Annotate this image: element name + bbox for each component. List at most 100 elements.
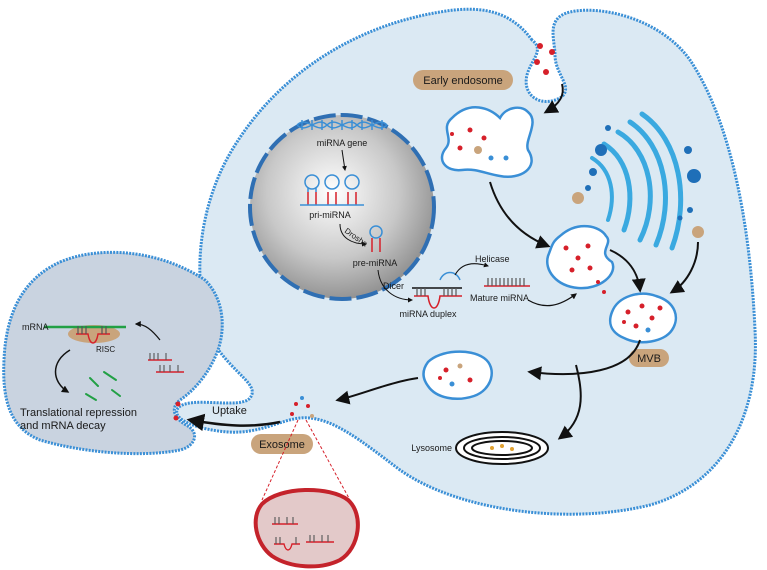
uptake-dot xyxy=(173,415,179,421)
mvb-dot xyxy=(622,320,626,324)
arrow-uptake xyxy=(186,413,281,431)
secretory-dot xyxy=(449,381,455,387)
secretory-dot xyxy=(467,377,473,383)
endosome-dot xyxy=(488,155,494,161)
arrow-helicase xyxy=(454,262,489,276)
zoom-line-right xyxy=(305,419,351,501)
secretory-dot xyxy=(438,376,442,380)
golgi-vesicle xyxy=(687,207,693,213)
arrow-bud-to-endosome xyxy=(543,83,564,114)
bud-dot xyxy=(537,43,543,49)
late-endosome-dot xyxy=(596,280,600,284)
arrow-risc-to-decay xyxy=(54,349,71,393)
bud-dot xyxy=(534,59,540,65)
lysosome-dot xyxy=(500,444,504,448)
endosome-dot xyxy=(467,127,473,133)
mvb-dot xyxy=(639,303,645,309)
arrow-mature-to-mvb xyxy=(527,293,577,307)
mvb-dot xyxy=(657,305,663,311)
label-mirna-duplex: miRNA duplex xyxy=(399,309,457,319)
arrow-dicer xyxy=(377,269,413,303)
endosome-dot xyxy=(481,135,487,141)
label-lysosome: Lysosome xyxy=(411,443,452,453)
arrow-vesicle-to-membrane xyxy=(335,377,419,405)
bud-dot xyxy=(549,49,555,55)
label-risc: RISC xyxy=(96,345,115,354)
label-uptake: Uptake xyxy=(212,405,247,417)
released-exosome-dot xyxy=(306,404,310,408)
early-endosome xyxy=(440,106,534,179)
badge-early-endosome xyxy=(413,70,513,90)
lysosome-dot xyxy=(510,447,514,451)
golgi-vesicle xyxy=(605,125,611,131)
label-mvb: MVB xyxy=(637,353,661,365)
label-pre-mirna: pre-miRNA xyxy=(353,258,398,268)
degraded-mrna-fragments-icon xyxy=(85,371,121,401)
released-exosome-dot xyxy=(300,396,304,400)
zoom-line-left xyxy=(261,419,299,501)
golgi-vesicle xyxy=(595,144,607,156)
arrow-gene-to-pri xyxy=(341,149,347,171)
lysosome-dot xyxy=(490,446,494,450)
label-early-endosome: Early endosome xyxy=(423,75,503,87)
badge-exosome xyxy=(251,434,313,454)
late-endosome-dot xyxy=(585,243,591,249)
arrow-late-to-mvb xyxy=(609,249,646,293)
secretory-dot xyxy=(457,363,463,369)
mvb-dot xyxy=(645,327,651,333)
bud-dot xyxy=(543,69,549,75)
endosome-dot xyxy=(450,132,454,136)
mature-mirna-icon xyxy=(484,278,530,287)
released-exosome-dot xyxy=(310,414,314,418)
label-pri-mirna: pri-miRNA xyxy=(309,210,351,220)
golgi-vesicle xyxy=(687,169,701,183)
label-helicase: Helicase xyxy=(475,254,510,264)
mirna-duplex-icon xyxy=(412,271,462,309)
golgi-vesicle xyxy=(677,215,683,221)
golgi-apparatus-icon xyxy=(590,111,684,251)
risc-bound-mirna-icon xyxy=(76,326,110,344)
late-endosome-dot xyxy=(575,255,581,261)
label-translational-line1: Translational repression xyxy=(20,407,137,419)
golgi-vesicle xyxy=(684,146,692,154)
arrow-mvb-to-lysosome xyxy=(557,364,582,440)
pri-mirna-hairpins-icon xyxy=(300,174,364,206)
arrow-drosha xyxy=(339,223,367,247)
exosome-mirna-cargo-icon xyxy=(272,517,334,551)
golgi-vesicle xyxy=(585,185,591,191)
late-endosome-dot xyxy=(563,245,569,251)
endosome-dot xyxy=(474,146,482,154)
dna-helix-icon xyxy=(296,120,388,130)
label-mirna-gene: miRNA gene xyxy=(317,138,368,148)
late-endosome-dot xyxy=(587,265,593,271)
late-endosome-dot xyxy=(602,290,606,294)
nucleus xyxy=(248,113,436,301)
mvb-dot xyxy=(649,315,655,321)
endosome-dot xyxy=(457,145,463,151)
delivered-mirna-icon xyxy=(148,353,184,373)
late-endosome-dot xyxy=(569,267,575,273)
secretory-vesicle xyxy=(422,350,493,400)
arrow-golgi-to-mvb xyxy=(669,241,699,294)
label-mrna: mRNA xyxy=(22,322,49,332)
endosome-dot xyxy=(503,155,509,161)
arrow-endosome-to-late xyxy=(489,181,551,249)
mvb-dot xyxy=(625,309,631,315)
mvb xyxy=(608,292,677,344)
golgi-vesicle xyxy=(692,226,704,238)
secretory-dot xyxy=(443,367,449,373)
released-exosome-dot xyxy=(290,412,294,416)
pre-mirna-hairpin-icon xyxy=(369,225,383,252)
mvb-dot xyxy=(633,323,639,329)
badge-mvb xyxy=(629,349,669,367)
risc-complex xyxy=(68,325,120,343)
exosome-zoom xyxy=(253,488,360,569)
arrow-mvb-to-vesicle xyxy=(527,339,641,381)
label-translational-line2: and mRNA decay xyxy=(20,420,106,432)
released-exosome-dot xyxy=(294,402,298,406)
label-dicer: Dicer xyxy=(383,281,404,291)
uptake-dot xyxy=(175,401,181,407)
arrow-mirna-to-risc xyxy=(134,321,161,341)
label-exosome: Exosome xyxy=(259,439,305,451)
